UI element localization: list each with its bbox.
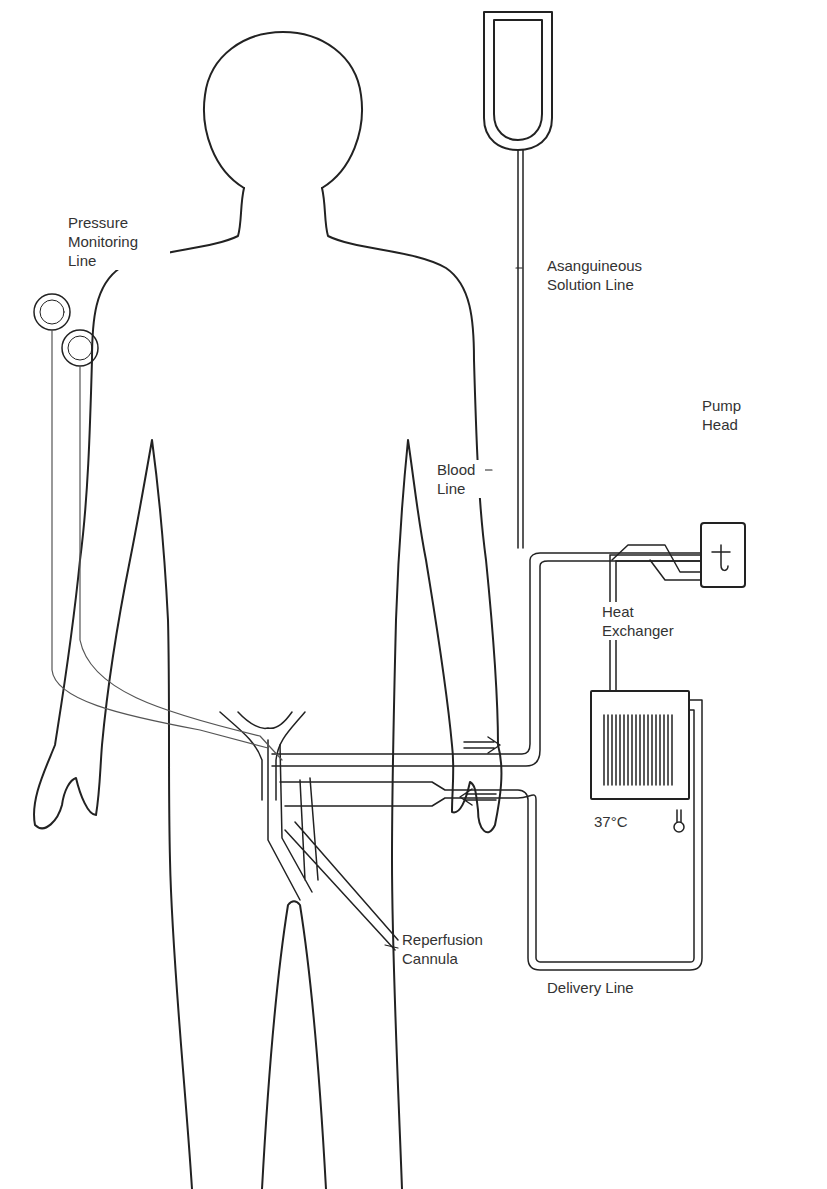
pressure-gauge bbox=[68, 336, 92, 360]
coil-stroke bbox=[604, 715, 608, 785]
coil-stroke bbox=[660, 715, 664, 785]
callout-label: Blood Line bbox=[435, 460, 485, 498]
vessel bbox=[220, 712, 305, 800]
heat-exchanger-coils bbox=[604, 715, 672, 785]
cannula bbox=[268, 740, 398, 950]
delivery-line bbox=[280, 700, 702, 970]
solution-line bbox=[518, 150, 523, 548]
coil-stroke bbox=[668, 715, 672, 785]
coil-stroke bbox=[620, 715, 624, 785]
pressure-gauge bbox=[40, 300, 64, 324]
delivery-arrow bbox=[460, 789, 496, 805]
thermometer bbox=[677, 810, 681, 822]
pump-outflow bbox=[612, 545, 700, 580]
inner-legs bbox=[262, 901, 326, 1189]
heat-exchanger: Heat Exchanger bbox=[590, 690, 690, 800]
solution-bag bbox=[484, 12, 552, 150]
pump-head: Pump Head bbox=[700, 522, 746, 588]
pressure-line bbox=[52, 330, 282, 760]
callout-label: 37°C bbox=[592, 812, 656, 831]
thermometer-bulb bbox=[674, 822, 684, 832]
callout-label: Delivery Line bbox=[545, 978, 669, 997]
pressure-gauge bbox=[62, 330, 98, 366]
callout-label: Asanguineous Solution Line bbox=[545, 256, 659, 294]
pressure-gauge bbox=[34, 294, 70, 330]
coil-stroke bbox=[644, 715, 648, 785]
part-label: Pump Head bbox=[700, 396, 764, 434]
coil-stroke bbox=[612, 715, 616, 785]
head bbox=[204, 32, 362, 188]
part-label: Heat Exchanger bbox=[600, 602, 694, 640]
coil-stroke bbox=[652, 715, 656, 785]
callout-label: Reperfusion Cannula bbox=[400, 930, 504, 968]
coil-stroke bbox=[628, 715, 632, 785]
pump-roller bbox=[712, 545, 730, 570]
body-outline bbox=[34, 188, 244, 1189]
blood-arrow bbox=[464, 737, 500, 753]
leader-line bbox=[385, 268, 522, 948]
callout-label: Pressure Monitoring Line bbox=[66, 213, 170, 270]
coil-stroke bbox=[636, 715, 640, 785]
body-outline-right bbox=[322, 188, 501, 1189]
